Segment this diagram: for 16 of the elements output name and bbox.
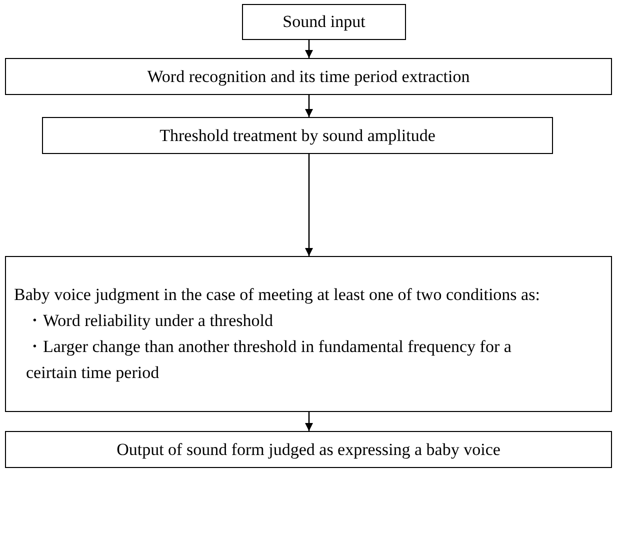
process-box	[5, 431, 612, 468]
arrow	[305, 154, 313, 256]
box-text: Output of sound form judged as expressing a baby voice	[116, 438, 500, 461]
box-text: Baby voice judgment in the case of meeting at least one of two conditions as:	[14, 284, 541, 306]
arrow	[305, 412, 313, 431]
process-box	[5, 58, 612, 95]
bullet-item: ・Larger change than another threshold in fundamental frequency for a ceirtain time period	[25, 336, 512, 384]
process-box	[5, 256, 612, 412]
arrow	[305, 95, 313, 117]
box-text: Sound input	[282, 11, 366, 33]
process-box	[242, 4, 406, 40]
box-text: Threshold treatment by sound amplitude	[160, 124, 436, 147]
arrow	[305, 40, 313, 58]
bullet-item: ・Word reliability under a threshold	[25, 310, 274, 332]
process-box	[42, 117, 553, 154]
box-text: Word recognition and its time period extraction	[147, 66, 470, 88]
